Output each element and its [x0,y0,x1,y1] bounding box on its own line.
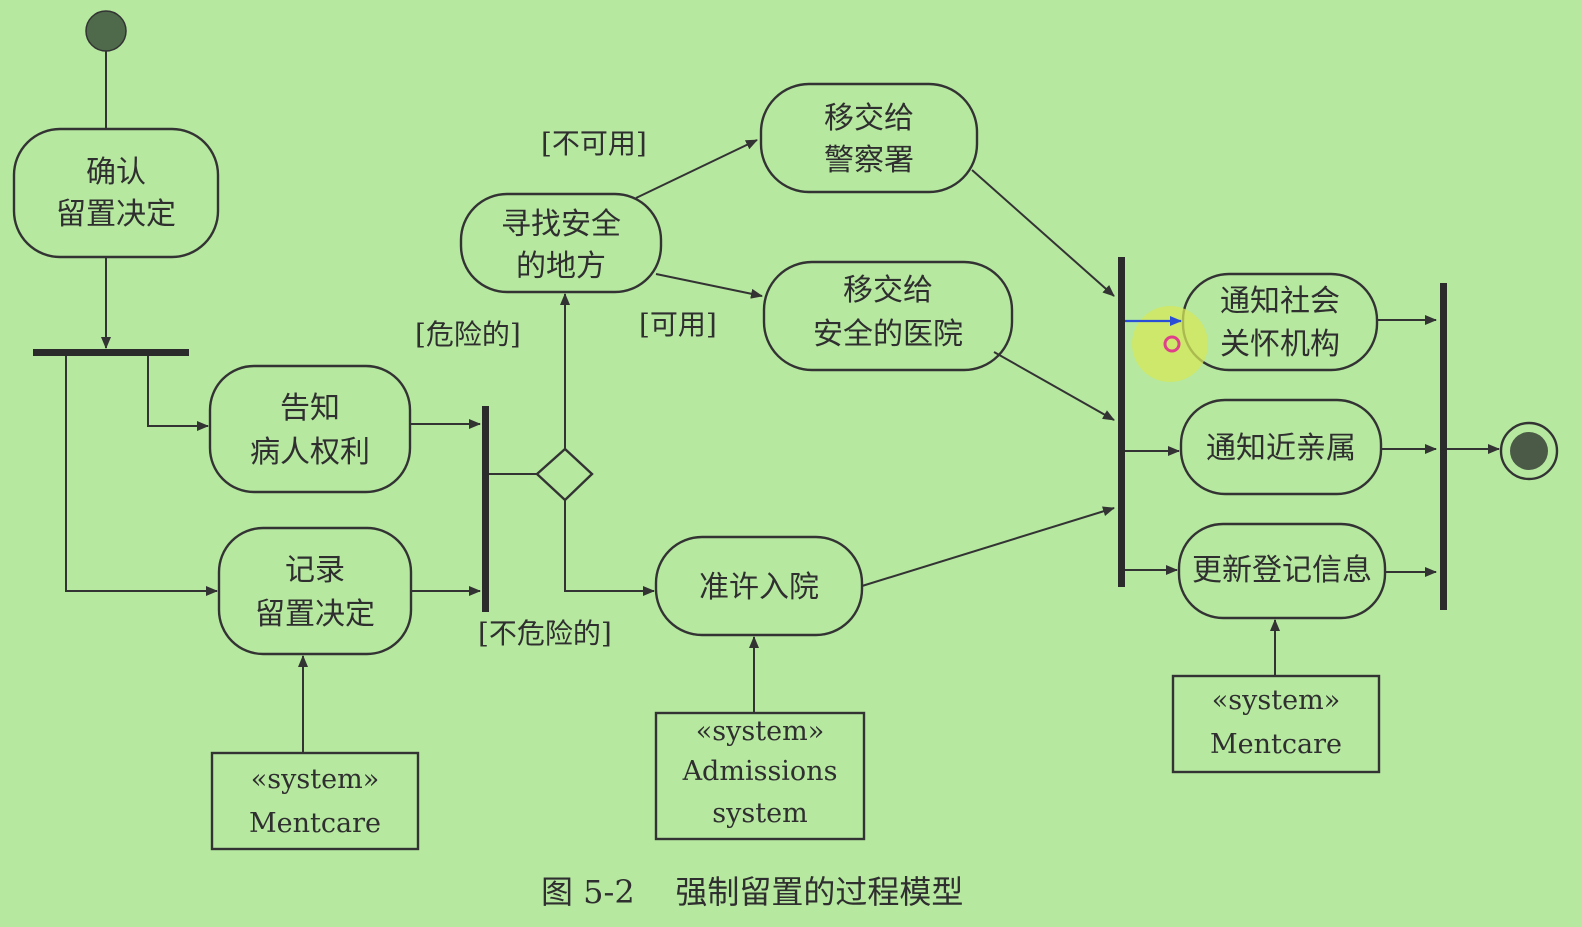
activity-label: 通知近亲属 [1206,431,1356,466]
system-label: «system» [251,764,379,795]
activity-label: 移交给 [843,273,933,308]
final-node [1499,421,1559,481]
flow-edges [65,51,1500,753]
activity-label: 确认 [86,155,146,190]
activity-notify-social-care: 通知社会 关怀机构 [1181,272,1379,372]
activity-confirm-decision: 确认 留置决定 [12,127,220,259]
activity-transfer-police: 移交给 警察署 [759,82,979,194]
activity-label: 安全的医院 [813,317,963,352]
system-label: «system» [1212,685,1340,716]
guard-dangerous: [危险的] [415,318,521,351]
activity-label: 警察署 [824,143,914,178]
activity-transfer-hospital: 移交给 安全的医院 [762,260,1014,372]
join-bar-right [1440,283,1447,610]
guard-available: [可用] [639,308,717,341]
guard-unavailable: [不可用] [541,127,647,160]
activity-label: 留置决定 [255,597,375,632]
activity-label: 更新登记信息 [1192,553,1372,588]
fork-bar [33,349,189,356]
activity-label: 关怀机构 [1220,327,1340,362]
activity-label: 告知 [280,391,340,426]
activity-update-register: 更新登记信息 [1177,522,1387,620]
activity-label: 病人权利 [250,435,370,470]
guard-not-dangerous: [不危险的] [478,617,612,650]
system-label: Mentcare [249,808,381,839]
cursor-highlight [1132,306,1208,382]
decision-diamond [535,447,594,502]
system-label: Admissions [682,756,838,787]
fork-bar-middle [1118,257,1125,587]
system-box-mentcare-right: «system» Mentcare [1171,674,1381,774]
activity-label: 留置决定 [56,197,176,232]
activity-label: 通知社会 [1220,284,1340,319]
activity-label: 寻找安全 [501,207,621,242]
activity-label: 记录 [285,553,345,588]
join-bar-left [482,406,489,612]
system-label: «system» [696,716,824,747]
activity-label: 的地方 [516,249,606,284]
activity-inform-rights: 告知 病人权利 [208,364,412,494]
activity-find-safe-place: 寻找安全 的地方 [459,192,663,294]
system-box-mentcare-left: «system» Mentcare [210,751,420,851]
activity-notify-relatives: 通知近亲属 [1179,398,1383,496]
system-label: system [712,798,807,829]
activity-record-decision: 记录 留置决定 [217,526,413,656]
system-box-admissions: «system» Admissions system [654,711,866,841]
figure-caption: 图 5-2 强制留置的过程模型 [541,873,963,911]
activity-label: 准许入院 [699,570,819,605]
system-label: Mentcare [1210,729,1342,760]
activity-admit-hospital: 准许入院 [654,535,864,637]
activity-label: 移交给 [824,101,914,136]
initial-node [85,10,127,52]
